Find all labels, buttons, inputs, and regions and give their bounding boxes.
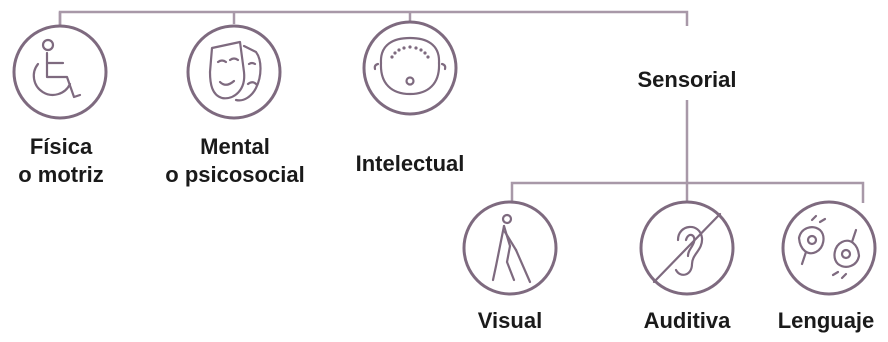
label-sensorial-line1: Sensorial bbox=[637, 67, 737, 92]
auditiva-node bbox=[639, 200, 735, 296]
label-mental: Mental o psicosocial bbox=[160, 133, 310, 189]
intelectual-circle bbox=[362, 20, 458, 116]
person-white-cane-icon bbox=[491, 213, 532, 284]
crossed-ear-icon bbox=[652, 212, 722, 284]
label-sensorial: Sensorial bbox=[620, 66, 754, 94]
label-fisica: Física o motriz bbox=[0, 133, 122, 189]
label-mental-line1: Mental bbox=[200, 134, 270, 159]
theater-masks-icon bbox=[208, 40, 262, 102]
label-intelectual: Intelectual bbox=[340, 150, 480, 178]
fisica-node bbox=[12, 24, 108, 120]
label-intelectual-line1: Intelectual bbox=[355, 151, 465, 176]
sign-language-hands-icon bbox=[797, 214, 861, 280]
label-fisica-line2: o motriz bbox=[18, 162, 104, 187]
connector-lines bbox=[58, 10, 865, 205]
label-lenguaje-line1: Lenguaje bbox=[777, 308, 875, 333]
mental-circle bbox=[186, 24, 282, 120]
wheelchair-icon bbox=[32, 38, 82, 99]
face-with-dots-icon bbox=[373, 36, 447, 96]
fisica-circle bbox=[12, 24, 108, 120]
mental-node bbox=[186, 24, 282, 120]
label-visual: Visual bbox=[455, 307, 565, 335]
lenguaje-node bbox=[781, 200, 877, 296]
intelectual-node bbox=[362, 20, 458, 116]
label-visual-line1: Visual bbox=[477, 308, 543, 333]
label-auditiva-line1: Auditiva bbox=[643, 308, 731, 333]
label-auditiva: Auditiva bbox=[625, 307, 749, 335]
label-lenguaje: Lenguaje bbox=[764, 307, 888, 335]
label-mental-line2: o psicosocial bbox=[165, 162, 305, 187]
visual-node bbox=[462, 200, 558, 296]
label-fisica-line1: Física bbox=[29, 134, 93, 159]
lenguaje-circle bbox=[781, 200, 877, 296]
top-branch-line bbox=[58, 10, 689, 26]
